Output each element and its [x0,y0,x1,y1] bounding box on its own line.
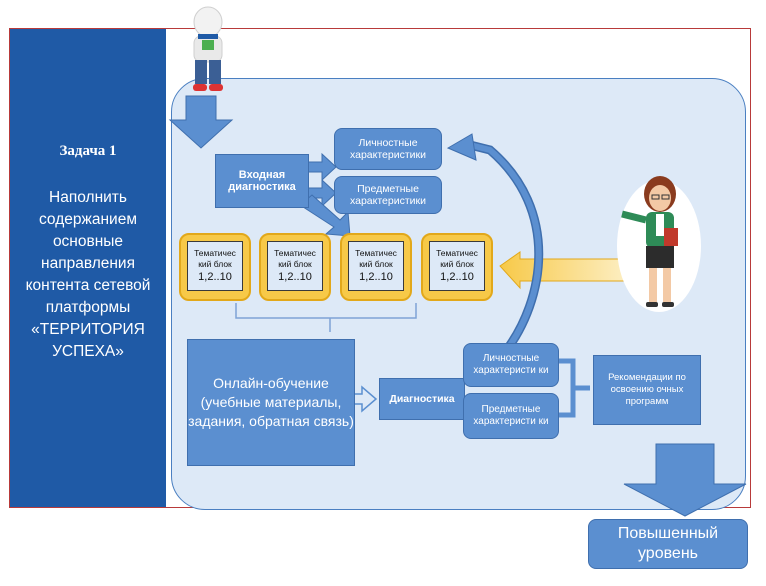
arrow-to-personal [307,152,337,182]
online-learning-box: Онлайн-обучение (учебные материалы, зада… [187,339,355,466]
task-sidebar: Задача 1 Наполнить содержанием основные … [10,29,166,507]
thematic-block-nums: 1,2..10 [359,271,393,283]
arrow-to-blocks [299,194,351,237]
student-figure-icon [193,6,223,91]
input-diagnostics-box: Входная диагностика [215,154,309,208]
subject-characteristics-bottom: Предметные характеристи ки [463,393,559,439]
thematic-block-inner: Тематичес кий блок 1,2..10 [348,241,404,291]
advanced-level-box: Повышенный уровень [588,519,748,569]
subject-characteristics-top: Предметные характеристики [334,176,442,214]
thematic-block: Тематичес кий блок 1,2..10 [259,233,331,301]
recommendation-box: Рекомендации по освоению очных программ [593,355,701,425]
thematic-block-nums: 1,2..10 [278,271,312,283]
thematic-block-inner: Тематичес кий блок 1,2..10 [187,241,243,291]
personal-characteristics-top: Личностные характеристики [334,128,442,170]
task-description: Наполнить содержанием основные направлен… [25,189,151,360]
feedback-arc-head [446,133,477,161]
thematic-block: Тематичес кий блок 1,2..10 [340,233,412,301]
thematic-block-label: Тематичес кий блок [436,248,478,269]
task-title: Задача 1 [59,143,117,159]
blocks-brace [235,303,417,332]
thematic-block-nums: 1,2..10 [440,271,474,283]
thematic-block-label: Тематичес кий блок [355,248,397,269]
thematic-block: Тематичес кий блок 1,2..10 [421,233,493,301]
thematic-block-label: Тематичес кий блок [194,248,236,269]
thematic-block-inner: Тематичес кий блок 1,2..10 [429,241,485,291]
thematic-block-label: Тематичес кий блок [274,248,316,269]
brace-right [558,358,590,418]
thematic-block-inner: Тематичес кий блок 1,2..10 [267,241,323,291]
thematic-block-nums: 1,2..10 [198,271,232,283]
thematic-block: Тематичес кий блок 1,2..10 [179,233,251,301]
diagnostics-box: Диагностика [379,378,465,420]
teacher-figure-icon [617,176,701,312]
advanced-arrow [623,443,747,517]
entry-arrow [168,95,234,149]
personal-characteristics-bottom: Личностные характеристи ки [463,343,559,387]
